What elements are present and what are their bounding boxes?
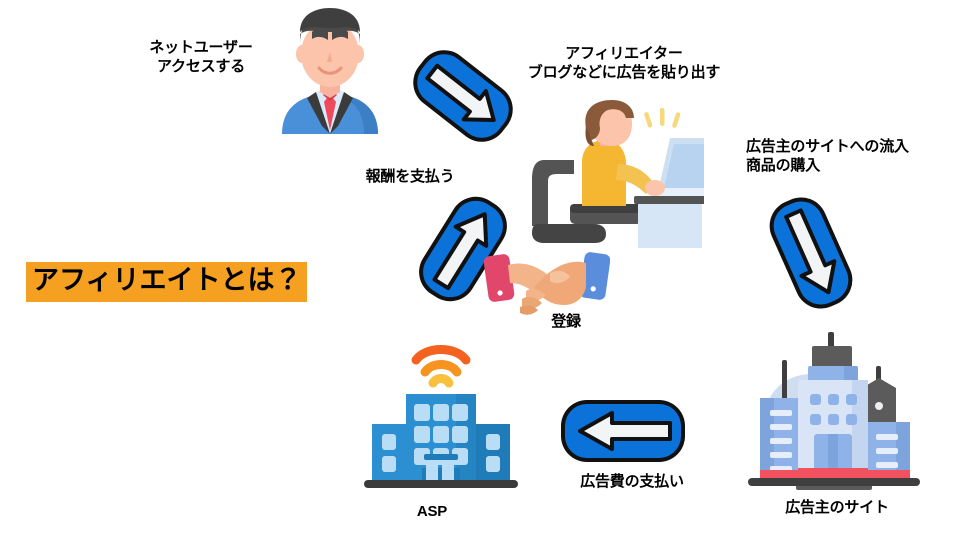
label-advertiser-site: 広告主のサイト <box>785 499 889 516</box>
label-affiliator: アフィリエイター ブログなどに広告を貼り出す <box>527 45 721 82</box>
net-user-illustration <box>272 2 388 134</box>
city-buildings-icon <box>748 332 920 490</box>
page-title-text: アフィリエイトとは？ <box>26 262 308 302</box>
advertiser-site-illustration <box>740 330 926 498</box>
label-ad-fee-payment: 広告費の支払い <box>580 473 684 490</box>
arrow-left-icon <box>561 400 685 462</box>
label-net-user: ネットユーザー アクセスする <box>149 39 253 76</box>
arrow-up-right-icon <box>419 196 507 302</box>
page-title: アフィリエイトとは？ <box>26 262 308 302</box>
label-registration: 登録 <box>551 313 581 330</box>
arrow-down-right-icon <box>769 197 853 309</box>
affiliator-illustration <box>528 100 704 248</box>
arrow-user-to-affiliator <box>404 44 522 149</box>
businessman-avatar-icon <box>282 8 378 134</box>
page-title-label: アフィリエイトとは？ <box>32 265 302 295</box>
office-building-wifi-icon <box>364 345 518 488</box>
arrow-inflow-to-advertiser <box>752 188 870 318</box>
person-at-laptop-icon <box>532 100 704 248</box>
asp-building-illustration <box>358 332 524 492</box>
arrow-ad-fee-payment <box>558 392 688 470</box>
handshake-icon <box>484 252 610 315</box>
label-asp: ASP <box>416 503 448 520</box>
arrow-down-right-icon <box>413 50 513 142</box>
arrow-reward-payment <box>404 190 522 308</box>
label-reward-payment: 報酬を支払う <box>365 168 455 185</box>
handshake-illustration <box>484 243 610 323</box>
label-advertiser-inflow: 広告主のサイトへの流入 商品の購入 <box>746 138 909 175</box>
